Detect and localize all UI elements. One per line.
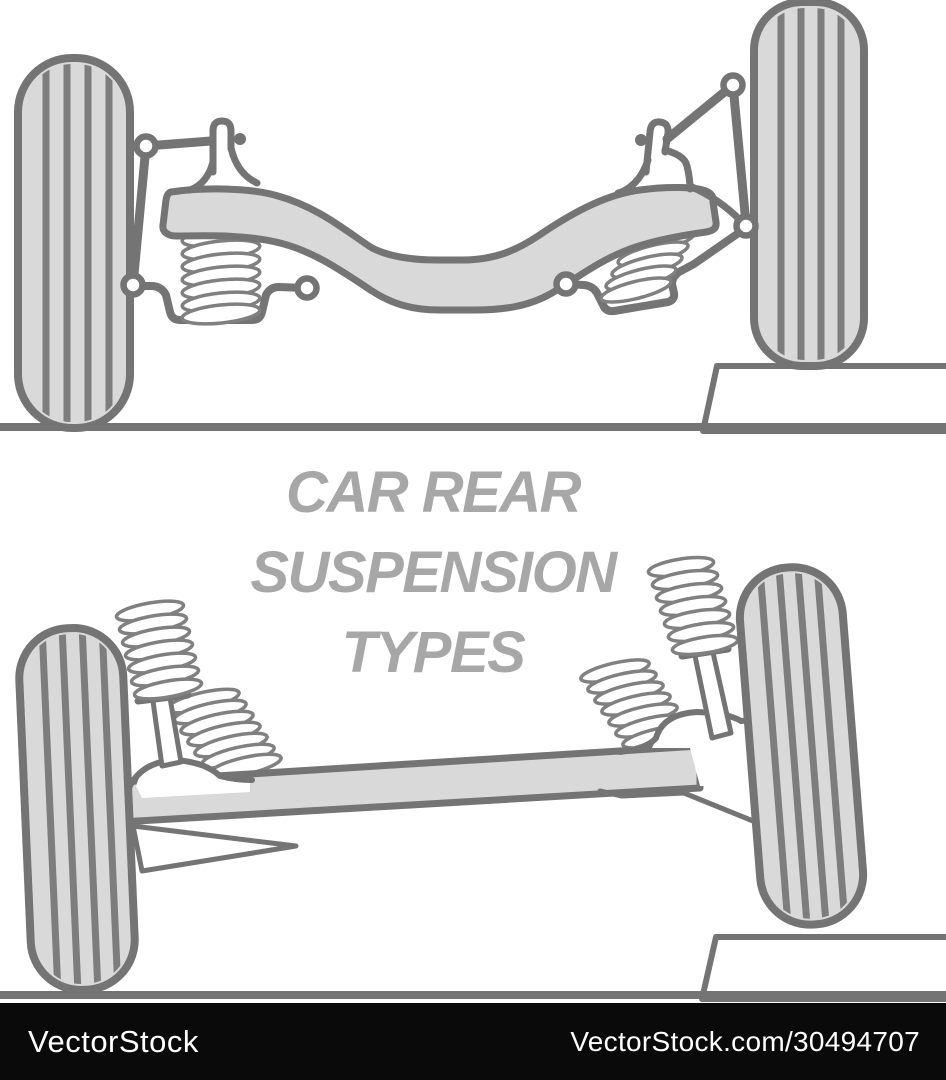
knuckle-to-pivot-curve xyxy=(688,183,744,224)
watermark-url-text: VectorStock.com/30494707 xyxy=(570,1025,920,1057)
ramp-block-bottom xyxy=(699,934,946,1002)
title-block: CAR REAR SUSPENSION TYPES xyxy=(250,460,619,685)
knuckle-post-left xyxy=(209,117,235,176)
trailing-arm-left xyxy=(130,823,299,874)
ramp-block-top xyxy=(700,363,946,434)
suspension-illustration: CAR REAR SUSPENSION TYPES xyxy=(0,0,946,1002)
title-line-1: CAR REAR xyxy=(286,460,582,525)
control-arms-left xyxy=(120,117,320,301)
tread-lines xyxy=(777,8,845,360)
coil-spring-bottom-left-outer xyxy=(114,599,204,701)
watermark-bar: VectorStock VectorStock.com/30494707 xyxy=(0,1003,946,1080)
vertical-link-right xyxy=(728,80,751,229)
tire-bottom-right xyxy=(735,563,868,929)
hub-outline xyxy=(125,756,255,793)
knuckle-flare-right xyxy=(227,144,261,187)
upper-arm-right xyxy=(662,80,738,144)
tread-lines xyxy=(42,64,113,422)
title-line-2: SUSPENSION xyxy=(250,540,618,605)
tire-body xyxy=(14,54,134,432)
tire-top-right xyxy=(750,0,868,370)
strut-assembly-bottom-left xyxy=(114,599,204,769)
pivot-upper-left xyxy=(133,133,159,159)
pivot-upper-right xyxy=(720,72,746,98)
top-diagram-twist-beam-suspension xyxy=(0,0,946,434)
watermark-logo-text: VectorStock xyxy=(28,1023,199,1059)
tread-lines xyxy=(756,569,849,922)
tread-lines xyxy=(38,632,122,986)
twist-beam-axle xyxy=(159,183,720,314)
coil-spring-bottom-right-outer xyxy=(646,555,740,657)
tire-top-left xyxy=(14,54,134,432)
title-line-3: TYPES xyxy=(342,620,526,685)
tire-body xyxy=(750,0,868,370)
knuckle-flare-left xyxy=(186,158,217,194)
control-arms-right xyxy=(553,72,759,297)
tire-body xyxy=(735,563,868,929)
knuckle-post-right xyxy=(642,118,672,176)
hub-fill xyxy=(136,759,250,798)
pivot-beam-right xyxy=(553,271,579,297)
spring-seat-bracket-right xyxy=(562,228,744,316)
knuckle-flare-left xyxy=(614,156,652,197)
vertical-link-left xyxy=(128,141,151,290)
axle-hub-left xyxy=(125,756,255,798)
knuckle-flare-right xyxy=(661,146,694,193)
pivot-lower-right xyxy=(733,213,759,239)
coil-spring-bottom-left-inner xyxy=(165,687,283,780)
bushing-knob-right xyxy=(635,134,647,146)
tire-bottom-left xyxy=(15,624,139,994)
bushing-knob-left xyxy=(234,133,246,145)
strut-assembly-bottom-right xyxy=(646,555,740,741)
pivot-beam-left xyxy=(294,275,320,301)
trailing-arm-right xyxy=(597,788,761,826)
pivot-lower-left xyxy=(120,272,146,298)
bottom-diagram-solid-axle-suspension xyxy=(0,555,946,1002)
